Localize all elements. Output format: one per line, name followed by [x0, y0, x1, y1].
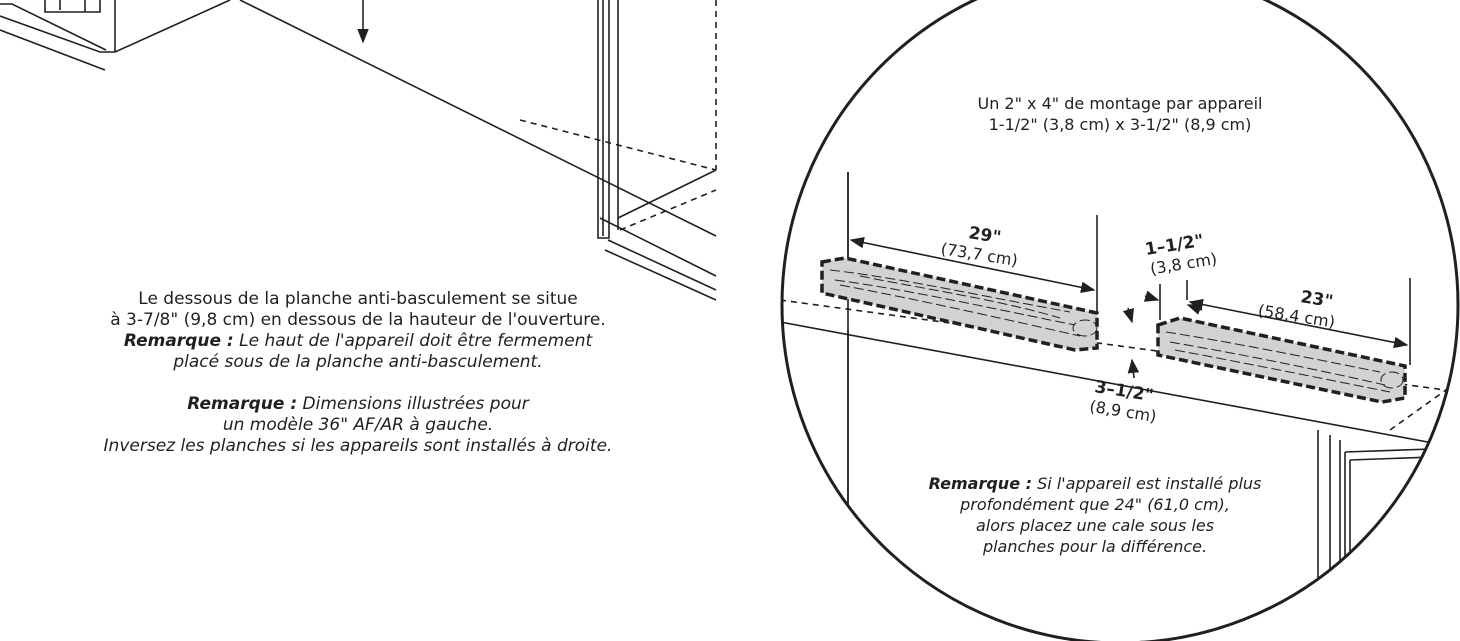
cabinet-overview-drawing — [0, 0, 717, 301]
detail-remark-line4: planches pour la différence. — [982, 537, 1208, 556]
left-remark-2-line3: Inversez les planches si les appareils s… — [103, 436, 613, 456]
remark-text: Le haut de l'appareil doit être fermemen… — [233, 331, 593, 351]
remark-text: Si l'appareil est installé plus — [1032, 474, 1262, 493]
dim-23-arrow — [1188, 298, 1409, 349]
dim-29-arrow — [849, 236, 1096, 294]
detail-header-line2: 1-1/2" (3,8 cm) x 3-1/2" (8,9 cm) — [988, 115, 1252, 134]
dim-312-arrow-bottom — [1127, 358, 1140, 379]
left-remark-1: Remarque : Le haut de l'appareil doit êt… — [18, 331, 698, 352]
detail-header-line1: Un 2" x 4" de montage par appareil — [977, 94, 1263, 113]
left-notes: Le dessous de la planche anti-basculemen… — [18, 289, 698, 457]
remark-label: Remarque : — [187, 394, 298, 414]
left-remark-2-line2: un modèle 36" AF/AR à gauche. — [222, 415, 494, 435]
remark-label: Remarque : — [123, 331, 234, 351]
left-remark-2: Remarque : Dimensions illustrées pour — [18, 394, 698, 415]
detail-remark-line2: profondément que 24" (61,0 cm), — [960, 495, 1230, 514]
detail-remark: Remarque : Si l'appareil est installé pl… — [880, 473, 1310, 557]
detail-remark-line3: alors placez une cale sous les — [975, 516, 1215, 535]
remark-text: Dimensions illustrées pour — [297, 394, 529, 414]
detail-remark-line1: Remarque : Si l'appareil est installé pl… — [880, 473, 1310, 494]
detail-header: Un 2" x 4" de montage par appareil 1-1/2… — [900, 93, 1340, 135]
left-remark-1-line2: placé sous de la planche anti-basculemen… — [173, 352, 543, 372]
dim-112-arrow-left — [1143, 290, 1160, 302]
left-note-line1: Le dessous de la planche anti-basculemen… — [138, 289, 578, 309]
remark-label: Remarque : — [928, 474, 1033, 493]
dim-112-arrow-right — [1186, 303, 1203, 315]
left-note-line2: à 3-7/8" (9,8 cm) en dessous de la haute… — [110, 310, 606, 330]
dim-312-arrow-top — [1122, 307, 1134, 324]
